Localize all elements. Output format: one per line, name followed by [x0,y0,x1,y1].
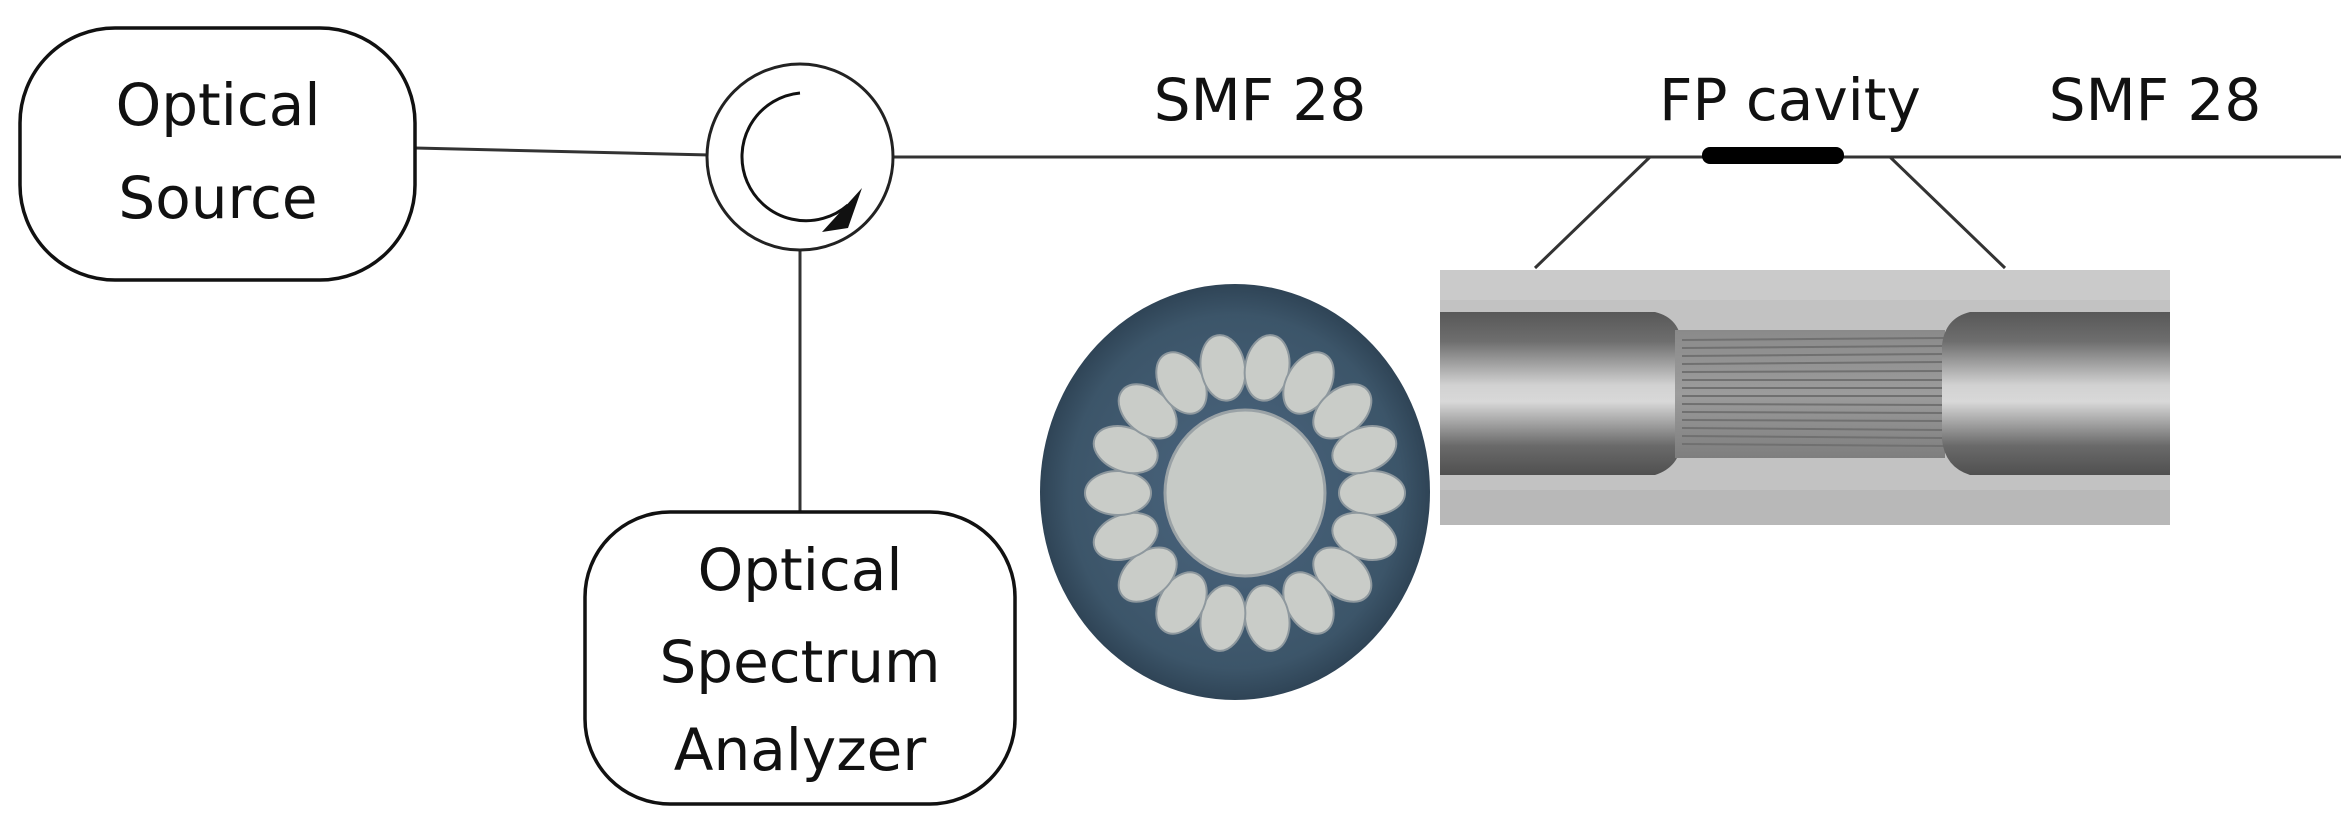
optical-circulator [705,62,895,252]
smf28-right-label: SMF 28 [2049,66,2261,134]
osa-label-line1: Optical [698,536,903,604]
fiber-cross-section-cores [1084,334,1406,652]
micrograph-right-fiber [1942,312,2170,475]
fiber-cross-section-center-core [1163,408,1327,578]
micrograph-capillary-striations [1681,337,1946,447]
micrograph-cavity-section [1675,330,1945,458]
optical-source-node: Optical Source [18,26,417,282]
optical-source-label-line2: Source [118,164,317,232]
fiber-cross-section-outer-core [1331,425,1398,475]
micrograph-left-fiber [1440,312,1682,475]
fp-cavity-segment [1702,147,1844,164]
circulator-arrowhead-icon [822,188,862,232]
fiber-cross-section-outer-core [1338,470,1406,516]
osa-label-line2: Spectrum [659,628,940,696]
fp-cavity-micrograph [1440,270,2170,525]
zoom-line-left [1533,155,1652,270]
smf28-left-label: SMF 28 [1154,66,1366,134]
fp-cavity-label: FP cavity [1659,66,1921,134]
fiber-cross-section-outer-core [1084,470,1152,516]
zoom-line-right [1888,155,2007,270]
osa-label-line3: Analyzer [674,716,927,784]
fiber-cross-section-image [1040,284,1430,700]
optical-spectrum-analyzer-node: Optical Spectrum Analyzer [583,510,1017,806]
fiber-source-to-circulator [414,146,711,157]
circulator-arrow-icon [740,91,849,223]
optical-source-label-line1: Optical [116,71,321,139]
